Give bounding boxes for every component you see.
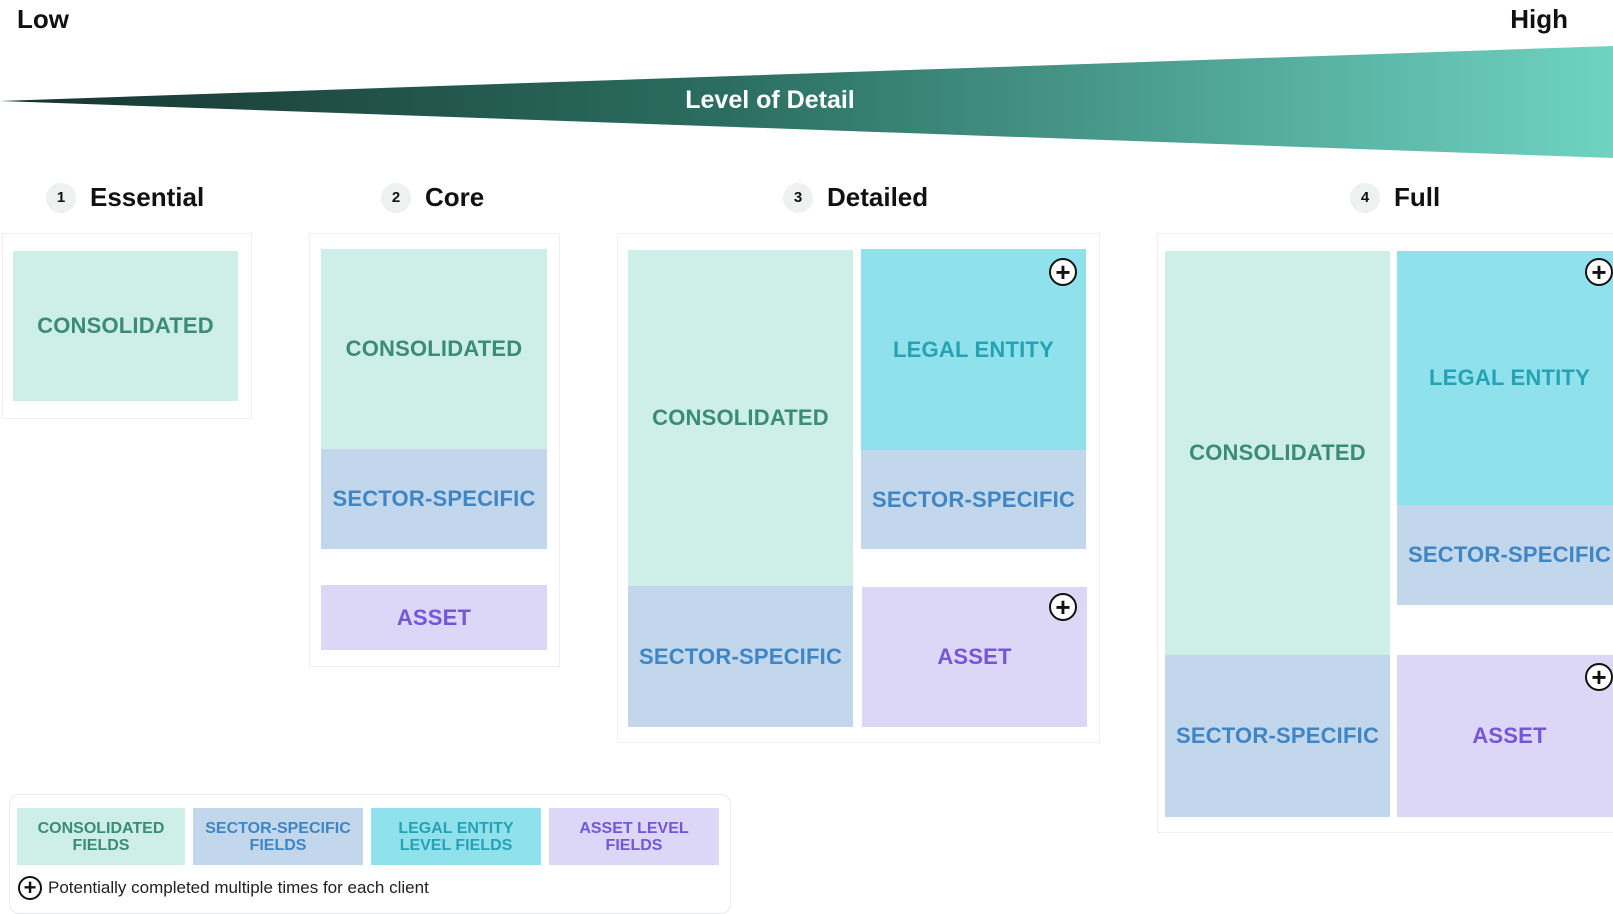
- sector-specific-block: SECTOR-SPECIFIC: [628, 586, 853, 727]
- level-header-full: 4 Full: [1350, 182, 1440, 213]
- level-header-essential: 1 Essential: [46, 182, 204, 213]
- legal-entity-block: LEGAL ENTITY: [1397, 251, 1613, 505]
- level-of-detail-title: Level of Detail: [685, 86, 855, 114]
- consolidated-block: CONSOLIDATED: [628, 250, 853, 586]
- sector-specific-block: SECTOR-SPECIFIC: [1397, 505, 1613, 605]
- sector-specific-block: SECTOR-SPECIFIC: [1165, 655, 1390, 817]
- repeat-plus-icon: +: [1585, 258, 1613, 286]
- scale-low-label: Low: [17, 4, 69, 34]
- level-of-detail-wedge: [0, 46, 1613, 158]
- level-header-detailed: 3 Detailed: [783, 182, 928, 213]
- level-header-core: 2 Core: [381, 182, 484, 213]
- level-name: Detailed: [827, 182, 929, 212]
- legend-legal-entity-fields: LEGAL ENTITY LEVEL FIELDS: [371, 808, 541, 865]
- legal-entity-block: LEGAL ENTITY: [861, 249, 1086, 450]
- level-name: Essential: [90, 182, 205, 212]
- legend-asset-level-fields: ASSET LEVEL FIELDS: [549, 808, 719, 865]
- scale-high-label: High: [1510, 4, 1568, 34]
- consolidated-block: CONSOLIDATED: [13, 251, 238, 401]
- legend-sector-specific-fields: SECTOR-SPECIFIC FIELDS: [193, 808, 363, 865]
- level-number-badge: 4: [1350, 182, 1380, 213]
- consolidated-block: CONSOLIDATED: [1165, 251, 1390, 655]
- level-name: Core: [425, 182, 485, 212]
- level-number-badge: 3: [783, 182, 813, 213]
- asset-block: ASSET: [321, 585, 547, 650]
- legend-note: + Potentially completed multiple times f…: [18, 876, 429, 900]
- repeat-plus-icon: +: [1049, 593, 1077, 621]
- level-name: Full: [1394, 182, 1441, 212]
- sector-specific-block: SECTOR-SPECIFIC: [321, 449, 547, 549]
- legend-consolidated-fields: CONSOLIDATED FIELDS: [17, 808, 185, 865]
- repeat-plus-icon: +: [18, 876, 42, 900]
- sector-specific-block: SECTOR-SPECIFIC: [861, 450, 1086, 549]
- legend-note-text: Potentially completed multiple times for…: [48, 878, 429, 897]
- asset-block: ASSET: [1397, 655, 1613, 817]
- repeat-plus-icon: +: [1049, 258, 1077, 286]
- level-number-badge: 1: [46, 182, 76, 213]
- repeat-plus-icon: +: [1585, 663, 1613, 691]
- consolidated-block: CONSOLIDATED: [321, 249, 547, 449]
- level-number-badge: 2: [381, 182, 411, 213]
- asset-block: ASSET: [862, 587, 1087, 727]
